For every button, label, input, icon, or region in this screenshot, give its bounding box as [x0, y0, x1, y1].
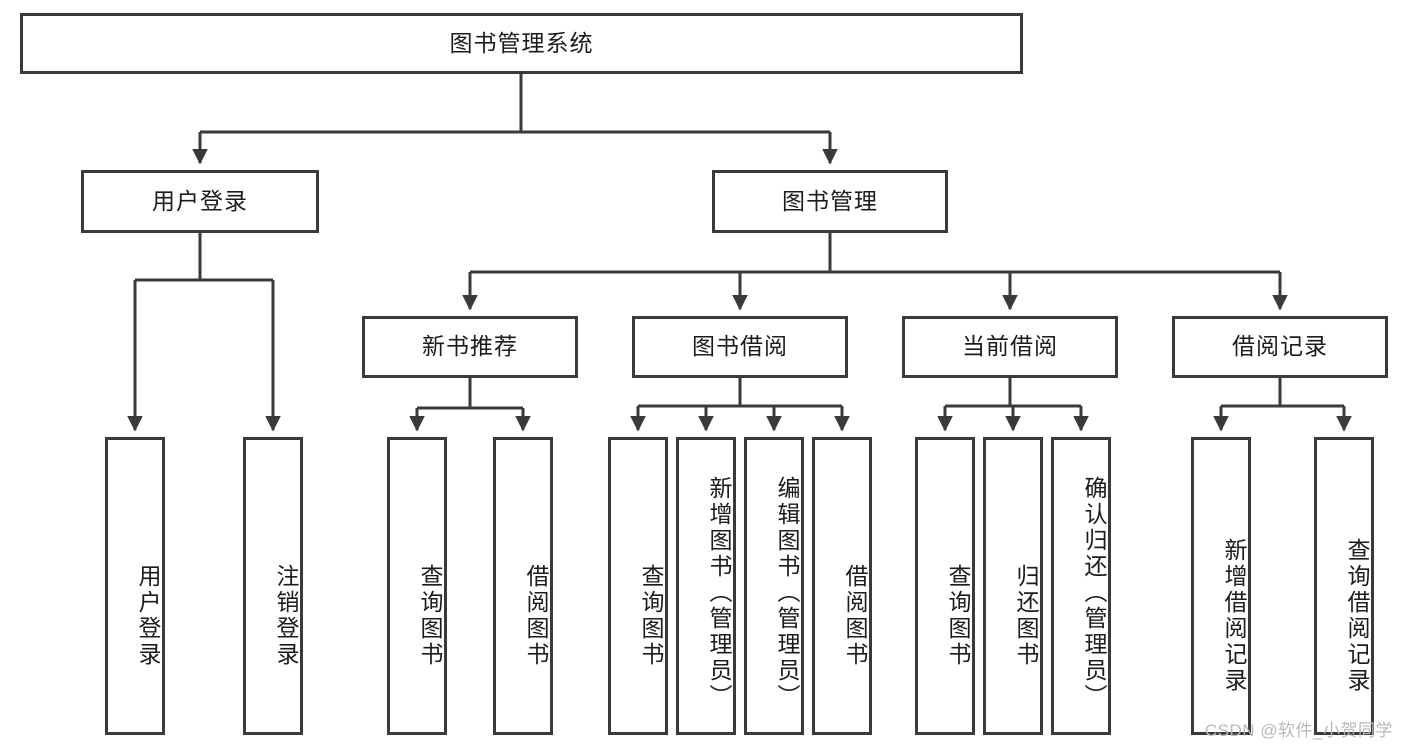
leaf-label: 归还图书 — [1013, 564, 1039, 668]
leaf-label: 确认归还（管理员） — [1081, 476, 1107, 710]
leaf-logout-login[interactable]: 注销登录 — [243, 437, 303, 735]
leaf-query-book-borrow[interactable]: 查询图书 — [608, 437, 668, 735]
node-book-management[interactable]: 图书管理 — [712, 170, 948, 233]
node-root-book-management-system[interactable]: 图书管理系统 — [20, 13, 1023, 74]
csdn-watermark: CSDN @软件_小贺同学 — [1204, 721, 1393, 740]
leaf-query-book-current[interactable]: 查询图书 — [915, 437, 975, 735]
leaf-return-book[interactable]: 归还图书 — [983, 437, 1043, 735]
leaf-label: 注销登录 — [273, 564, 299, 668]
leaf-query-borrow-record[interactable]: 查询借阅记录 — [1314, 437, 1374, 735]
leaf-label: 借阅图书 — [523, 564, 549, 668]
leaf-label: 借阅图书 — [842, 564, 868, 668]
leaf-add-borrow-record[interactable]: 新增借阅记录 — [1191, 437, 1251, 735]
leaf-label: 查询图书 — [638, 564, 664, 668]
leaf-borrow-book-borrow[interactable]: 借阅图书 — [812, 437, 872, 735]
leaf-label: 用户登录 — [135, 564, 161, 668]
leaf-user-login[interactable]: 用户登录 — [105, 437, 165, 735]
leaf-label: 查询图书 — [417, 564, 443, 668]
node-borrow-record[interactable]: 借阅记录 — [1172, 316, 1388, 378]
leaf-edit-book-admin[interactable]: 编辑图书（管理员） — [744, 437, 804, 735]
leaf-label: 新增借阅记录 — [1221, 538, 1247, 694]
node-user-login[interactable]: 用户登录 — [81, 170, 319, 233]
node-new-book-recommend[interactable]: 新书推荐 — [362, 316, 578, 378]
node-book-borrow[interactable]: 图书借阅 — [632, 316, 848, 378]
leaf-label: 查询图书 — [945, 564, 971, 668]
leaf-borrow-book-new[interactable]: 借阅图书 — [493, 437, 553, 735]
node-current-borrow[interactable]: 当前借阅 — [902, 316, 1118, 378]
leaf-add-book-admin[interactable]: 新增图书（管理员） — [676, 437, 736, 735]
leaf-label: 新增图书（管理员） — [706, 476, 732, 710]
leaf-label: 查询借阅记录 — [1344, 538, 1370, 694]
leaf-query-book-new[interactable]: 查询图书 — [387, 437, 447, 735]
leaf-confirm-return-admin[interactable]: 确认归还（管理员） — [1051, 437, 1111, 735]
leaf-label: 编辑图书（管理员） — [774, 476, 800, 710]
